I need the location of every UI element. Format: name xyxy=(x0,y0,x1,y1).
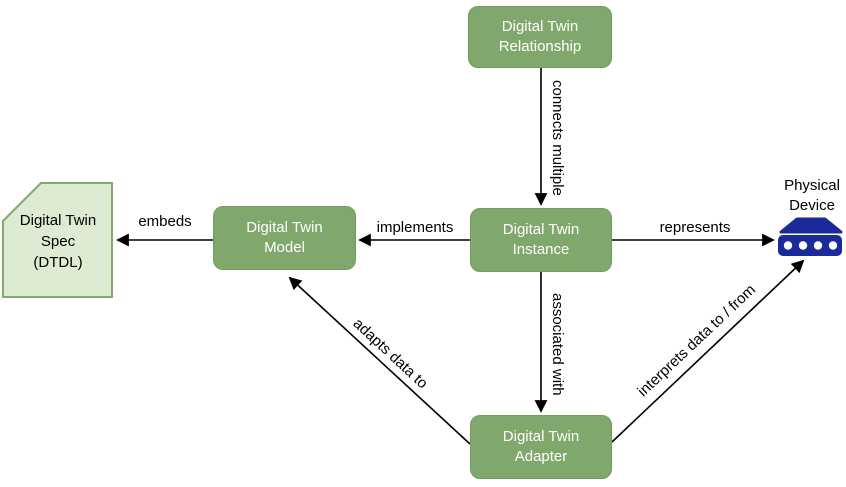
physical-device-icon xyxy=(778,217,843,256)
node-label: Digital Twin Instance xyxy=(502,221,580,258)
spec-line-1: Digital Twin xyxy=(19,212,97,229)
node-label: Digital Twin Model xyxy=(246,219,323,256)
node-label: Digital Twin Relationship xyxy=(498,18,582,55)
spec-document-shape xyxy=(2,182,113,298)
node-digital-twin-adapter: Digital Twin Adapter xyxy=(470,415,612,479)
node-digital-twin-model: Digital Twin Model xyxy=(213,206,356,270)
edge-interprets-data-arrow xyxy=(611,259,805,443)
spec-line-2: Spec xyxy=(40,233,76,250)
node-label: Digital Twin Adapter xyxy=(502,428,580,465)
edge-label-connects-multiple: connects multiple xyxy=(549,80,566,196)
node-digital-twin-relationship: Digital Twin Relationship xyxy=(468,6,612,68)
edge-label-represents: represents xyxy=(659,219,731,236)
edge-label-associated-with: associated with xyxy=(549,292,566,396)
node-digital-twin-spec: Digital Twin Spec (DTDL) xyxy=(3,210,113,273)
physical-device-label: Physical Device xyxy=(784,177,840,214)
node-digital-twin-instance: Digital Twin Instance xyxy=(470,208,612,272)
edge-label-embeds: embeds xyxy=(138,213,192,230)
spec-line-3: (DTDL) xyxy=(33,254,83,271)
edge-label-implements: implements xyxy=(376,219,454,236)
edge-adapts-data-to-arrow xyxy=(288,276,471,445)
